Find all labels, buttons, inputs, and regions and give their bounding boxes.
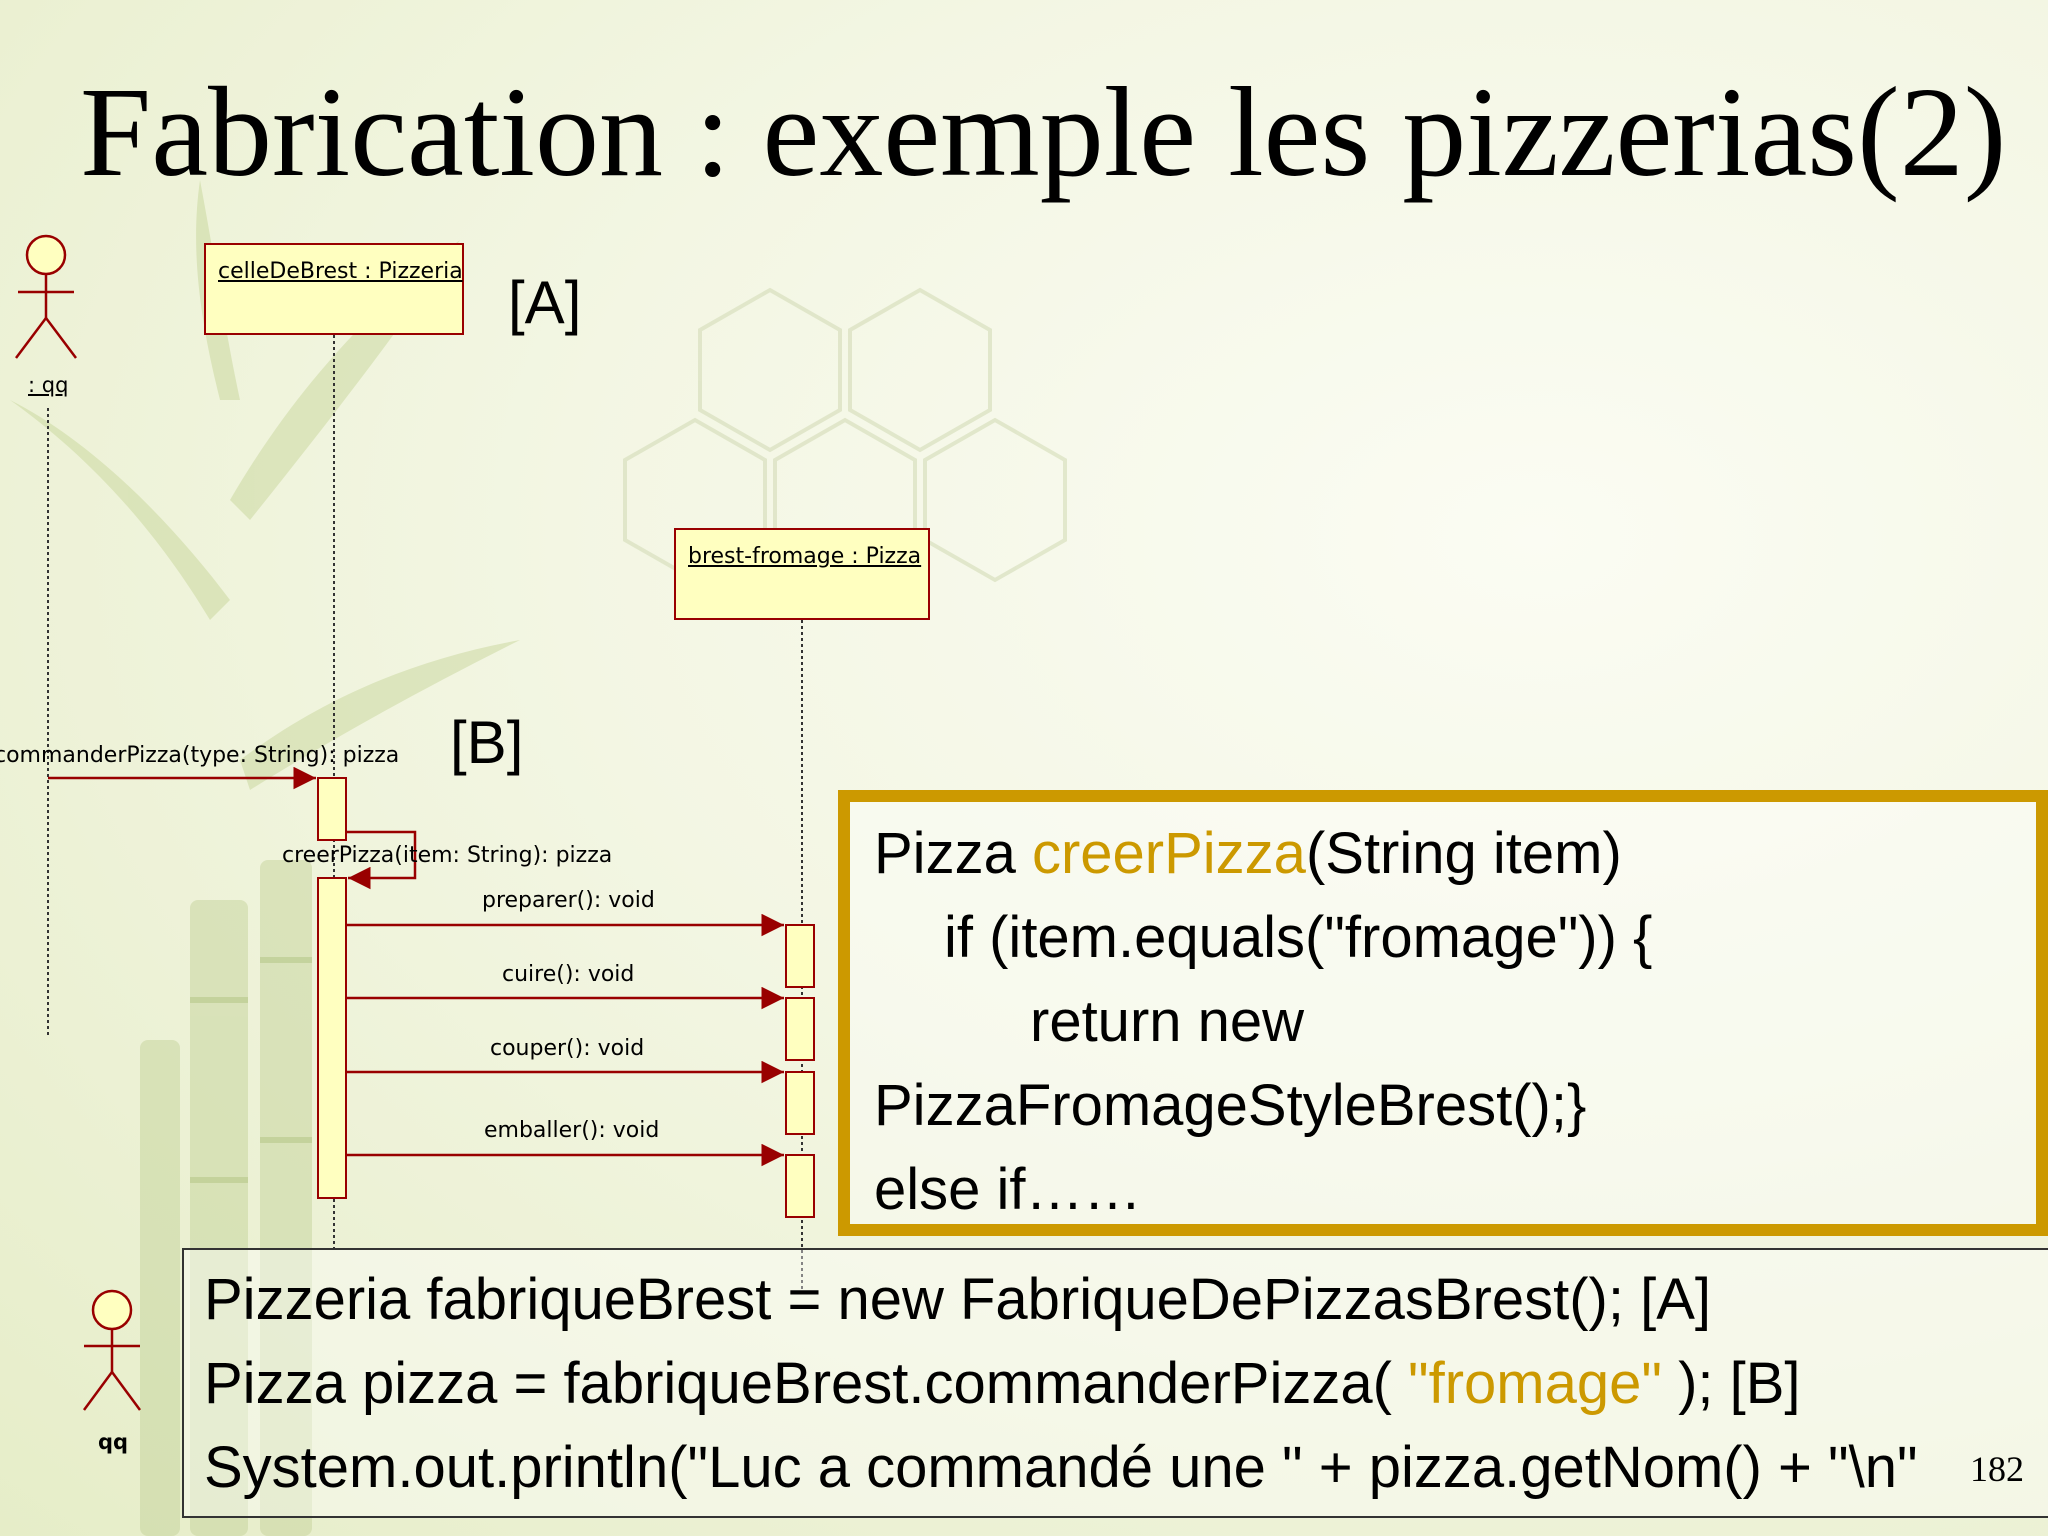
actor-bottom-label: qq bbox=[98, 1430, 129, 1454]
actor-top-label: : qq bbox=[28, 373, 69, 397]
code-line-5: else if…… bbox=[874, 1157, 1142, 1222]
pizza-activation-2 bbox=[785, 997, 815, 1061]
client-code-line-3: System.out.println("Luc a commandé une "… bbox=[204, 1435, 1918, 1500]
actor-bottom-icon bbox=[82, 1289, 142, 1411]
method-name-highlight: creerPizza bbox=[1031, 821, 1306, 886]
creer-self-arrow bbox=[346, 830, 417, 890]
tag-b: [B] bbox=[450, 709, 524, 776]
pizza-activation-3 bbox=[785, 1071, 815, 1135]
client-code-line-2: Pizza pizza = fabriqueBrest.commanderPiz… bbox=[204, 1351, 1801, 1416]
code-line-1: Pizza creerPizza(String item) bbox=[874, 821, 1622, 886]
factory-method-code-box: Pizza creerPizza(String item) if (item.e… bbox=[838, 790, 2048, 1236]
message-preparer: preparer(): void bbox=[482, 888, 655, 913]
code-line-3: return new bbox=[1030, 989, 1305, 1054]
pizza-object-box: brest-fromage : Pizza bbox=[674, 528, 930, 620]
message-emballer: emballer(): void bbox=[484, 1118, 660, 1143]
client-code-line-1: Pizzeria fabriqueBrest = new FabriqueDeP… bbox=[204, 1267, 1712, 1332]
pizzeria-activation-2 bbox=[317, 877, 347, 1199]
slide-title: Fabrication : exemple les pizzerias(2) bbox=[80, 61, 2007, 203]
code-line-2: if (item.equals("fromage")) { bbox=[944, 905, 1653, 970]
pizza-activation-1 bbox=[785, 924, 815, 988]
pizzeria-activation-1 bbox=[317, 777, 347, 841]
message-commander: commanderPizza(type: String): pizza bbox=[0, 743, 400, 768]
pizza-activation-4 bbox=[785, 1154, 815, 1218]
tag-a: [A] bbox=[508, 269, 582, 336]
message-cuire: cuire(): void bbox=[502, 962, 635, 987]
pizzeria-object-box: celleDeBrest : Pizzeria bbox=[204, 243, 464, 335]
client-code-box: Pizzeria fabriqueBrest = new FabriqueDeP… bbox=[182, 1248, 2048, 1518]
message-creer: creerPizza(item: String): pizza bbox=[282, 843, 613, 868]
argument-highlight: "fromage" bbox=[1408, 1351, 1662, 1416]
actor-top-icon bbox=[15, 234, 77, 359]
code-line-4: PizzaFromageStyleBrest();} bbox=[874, 1073, 1587, 1138]
pizza-object-label: brest-fromage : Pizza bbox=[688, 544, 922, 569]
message-couper: couper(): void bbox=[490, 1036, 645, 1061]
page-number: 182 bbox=[1970, 1449, 2024, 1489]
pizzeria-object-label: celleDeBrest : Pizzeria bbox=[218, 259, 463, 284]
